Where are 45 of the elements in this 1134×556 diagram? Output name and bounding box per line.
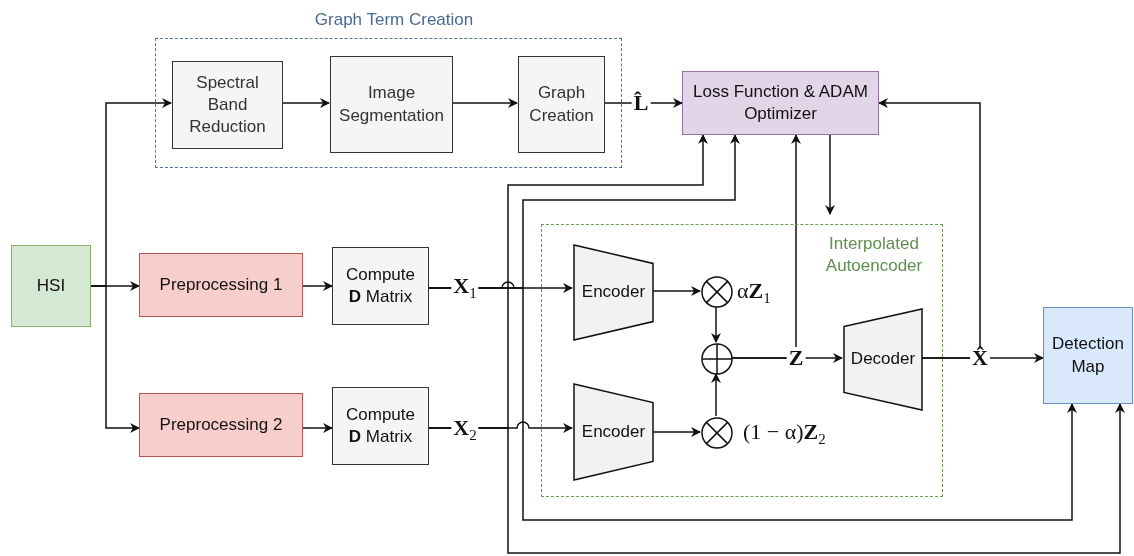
encoder-trapezoid [573, 383, 654, 481]
decoder-trapezoid [843, 308, 923, 411]
node-label: Compute D Matrix [345, 403, 416, 448]
node-label: Detection Map [1052, 333, 1124, 378]
sum-circle [701, 343, 733, 375]
arrow [302, 281, 333, 291]
node-label: HSI [36, 274, 66, 297]
process-box [172, 61, 283, 149]
node-label: Encoder [581, 281, 646, 304]
node-label: Compute D Matrix [345, 263, 416, 308]
node-label: Preprocessing 1 [159, 273, 283, 296]
process-box [139, 393, 303, 457]
group-frame [541, 224, 943, 497]
node-label: Spectral Band Reduction [188, 71, 267, 139]
group-title: Graph Term Creation [314, 9, 474, 31]
process-box [1043, 307, 1133, 404]
encoder-trapezoid [573, 244, 654, 341]
arrow [711, 306, 721, 343]
process-box [682, 71, 879, 135]
process-box [332, 247, 429, 325]
node-label: Encoder [581, 420, 646, 443]
node-label: Preprocessing 2 [159, 413, 283, 436]
arrow [825, 134, 835, 215]
node-label: Decoder [850, 348, 916, 371]
process-box [518, 56, 605, 153]
process-box [330, 56, 453, 153]
arrow [451, 98, 518, 108]
node-label: Image Segmentation [339, 82, 444, 127]
arrow [90, 285, 140, 433]
process-box [332, 387, 429, 465]
arrow [428, 287, 1077, 521]
node-label: Graph Creation [528, 82, 595, 127]
arrow [711, 373, 721, 417]
math-label: αZ$_{1}$ [737, 278, 771, 308]
arrow [428, 403, 1125, 554]
arrow [281, 98, 330, 108]
arrow [302, 423, 333, 433]
arrow [731, 134, 801, 359]
group-title: Interpolated Autoencoder [824, 233, 924, 278]
arrow [603, 98, 683, 108]
process-box [139, 253, 303, 317]
node-label: Loss Function & ADAM Optimizer [692, 80, 869, 125]
arrow [878, 98, 981, 359]
process-box [11, 245, 91, 327]
math-label: (1 − α)Z$_{2}$ [743, 419, 826, 449]
